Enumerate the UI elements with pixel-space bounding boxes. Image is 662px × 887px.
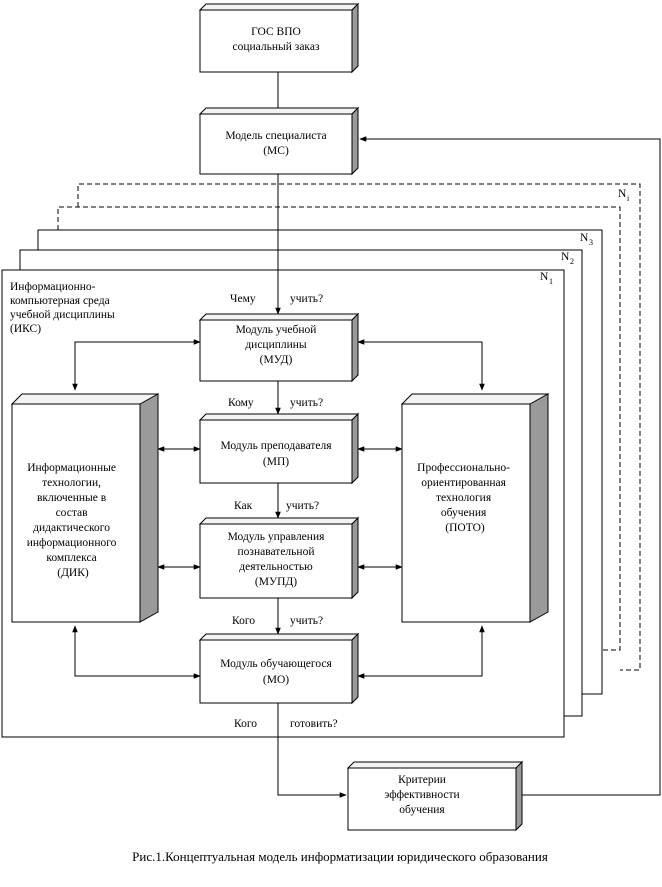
svg-text:N: N	[580, 232, 589, 244]
q2-b: учить?	[290, 397, 323, 409]
figure-caption: Рис.1.Концептуальная модель информатизац…	[132, 849, 548, 864]
svg-text:i: i	[627, 194, 630, 203]
svg-text:Информационные технологи: Информационные технологии, включенные в …	[27, 462, 120, 579]
q3-b: учить?	[286, 500, 319, 512]
svg-text:N: N	[561, 251, 570, 263]
connectors	[72, 72, 661, 798]
box-mo: Модуль обучающегося(МО)	[198, 632, 360, 705]
box-mp: Модуль преподавателя(МП)	[198, 412, 360, 485]
layer-n3	[37, 229, 603, 695]
q2-a: Кому	[228, 397, 254, 409]
svg-text:N: N	[540, 271, 549, 283]
q1-a: Чему	[230, 293, 256, 305]
box-dik: Информационные технологии, включенные в …	[10, 393, 160, 623]
box-poto: Профессионально- ориентированная техноло…	[400, 393, 550, 623]
q5-a: Кого	[234, 718, 257, 730]
q1-b: учить?	[290, 293, 323, 305]
svg-text:Модель специалиста(МС): Модель специалиста(МС)	[225, 130, 326, 157]
svg-text:Профессионально- ориенти: Профессионально- ориентированная техноло…	[417, 462, 513, 534]
svg-text:3: 3	[589, 238, 593, 247]
svg-text:N: N	[618, 188, 627, 200]
svg-text:Модуль преподавателя(МП): Модуль преподавателя(МП)	[220, 440, 332, 468]
svg-text:1: 1	[549, 277, 553, 286]
box-ms: Модель специалиста(МС)	[198, 106, 360, 176]
q4-a: Кого	[232, 615, 255, 627]
q3-a: Как	[234, 500, 253, 512]
svg-text:2: 2	[570, 257, 574, 266]
iks-label: Информационно- компьютерная среда учебно…	[10, 281, 118, 335]
svg-text:Модуль обучающегося(МО): Модуль обучающегося(МО)	[220, 658, 332, 686]
q5-b: готовить?	[290, 718, 338, 730]
layer-n2	[19, 249, 583, 717]
q4-b: учить?	[290, 615, 323, 627]
layer-ni-dashed	[57, 183, 641, 671]
